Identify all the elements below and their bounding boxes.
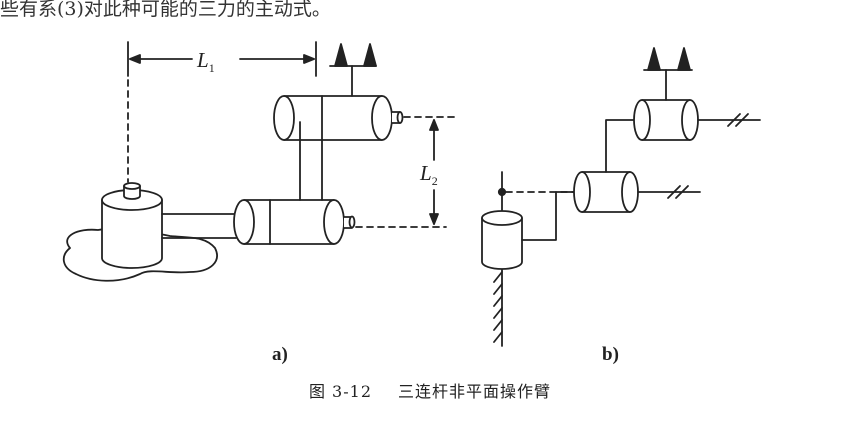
- figure-b-label: b): [602, 344, 619, 365]
- clipped-body-text: 些有系(3)对此种可能的三力的主动式。: [0, 0, 331, 20]
- figure-b-drawing: [481, 47, 761, 347]
- figure-a-label: a): [272, 344, 288, 365]
- l2-label: L2: [419, 161, 438, 188]
- l1-label: L1: [196, 48, 215, 75]
- caption-title: 三连杆非平面操作臂: [398, 382, 552, 401]
- figure-caption: 图 3-12 三连杆非平面操作臂: [0, 378, 860, 402]
- figure-a-drawing: [62, 41, 457, 282]
- caption-number: 图 3-12: [308, 382, 373, 401]
